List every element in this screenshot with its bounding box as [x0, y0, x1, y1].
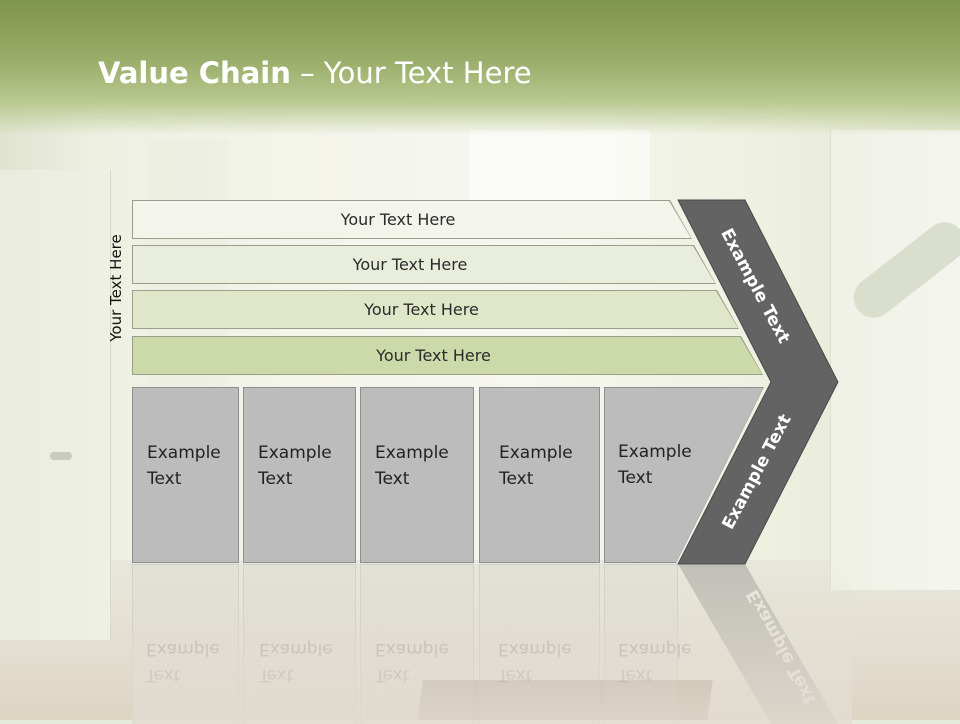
box-2-line1: Example: [258, 443, 332, 463]
bar-2[interactable]: Your Text Here: [132, 245, 716, 284]
background-window: [470, 130, 650, 210]
box-5-line1: Example: [618, 442, 692, 462]
bar-3-label: Your Text Here: [364, 300, 479, 319]
box-1-line2: Text: [147, 469, 182, 489]
title-rest: – Your Text Here: [290, 56, 532, 90]
title-bold: Value Chain: [98, 56, 291, 90]
bar-1-label: Your Text Here: [340, 210, 456, 229]
bar-1[interactable]: Your Text Here: [132, 200, 692, 239]
bar-4[interactable]: Your Text Here: [132, 336, 763, 375]
box-4-line1: Example: [499, 443, 573, 463]
box-5-text: Example Text: [618, 439, 692, 491]
box-2[interactable]: Example Text: [243, 387, 356, 563]
bar-4-label: Your Text Here: [376, 346, 491, 365]
chevron-shape: [677, 199, 839, 565]
box-3-line2: Text: [375, 469, 410, 489]
slide-header: [0, 0, 960, 135]
reflection-fade: [132, 564, 852, 724]
box-4-line2: Text: [499, 469, 534, 489]
box-1-line1: Example: [147, 443, 221, 463]
bar-3[interactable]: Your Text Here: [132, 290, 739, 329]
box-1[interactable]: Example Text: [132, 387, 239, 563]
background-right-wall: [830, 130, 960, 590]
slide-title[interactable]: Value Chain – Your Text Here: [98, 56, 532, 90]
box-5-line2: Text: [618, 468, 653, 488]
box-3-line1: Example: [375, 443, 449, 463]
bar-2-label: Your Text Here: [352, 255, 468, 274]
box-3[interactable]: Example Text: [360, 387, 474, 563]
box-4[interactable]: Example Text: [479, 387, 600, 563]
door-handle: [50, 452, 72, 460]
box-2-line2: Text: [258, 469, 293, 489]
background-door: [0, 170, 111, 640]
